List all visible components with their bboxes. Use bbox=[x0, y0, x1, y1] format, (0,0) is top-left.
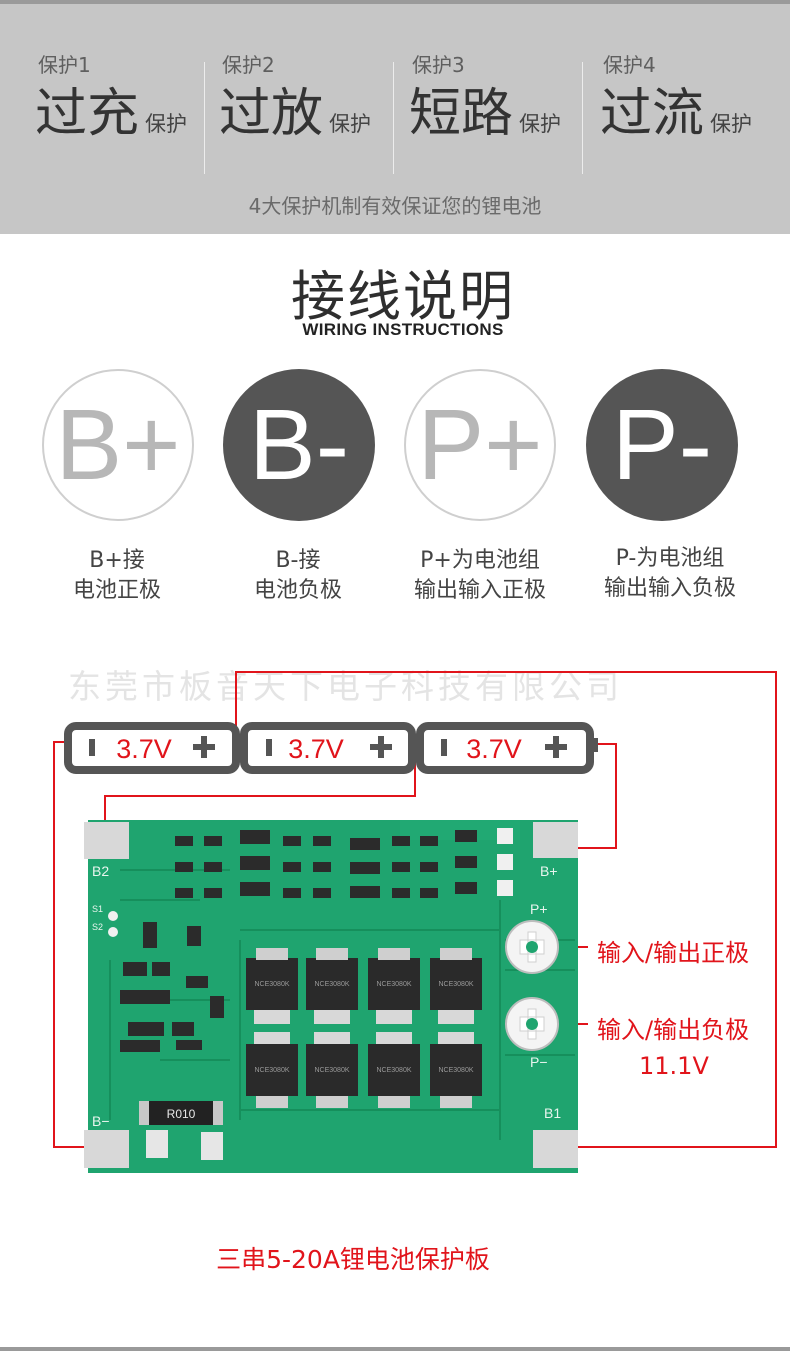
silk-label-pplus: P+ bbox=[530, 901, 548, 917]
minus-icon bbox=[266, 739, 272, 756]
cell-voltage: 3.7V bbox=[116, 734, 172, 764]
annotation-output-negative: 输入/输出负极 bbox=[597, 1016, 750, 1044]
terminal-symbol: B- bbox=[249, 388, 349, 501]
pad-small bbox=[201, 1132, 223, 1160]
wiring-diagram: 3.7V 3.7V 3.7V bbox=[53, 671, 777, 1173]
terminal-circle-bplus: B+ bbox=[42, 369, 194, 521]
terminal-desc-line: B-接 bbox=[275, 548, 321, 573]
bottom-divider bbox=[0, 1347, 790, 1351]
wiring-title: 接线说明 bbox=[291, 265, 515, 328]
terminal-description-bplus: B+接 电池正极 bbox=[17, 546, 217, 606]
terminal-circle-bminus: B- bbox=[223, 369, 375, 521]
column-divider bbox=[582, 62, 583, 174]
wire-b2 bbox=[104, 752, 416, 824]
wiring-subtitle: WIRING INSTRUCTIONS bbox=[302, 320, 504, 339]
mosfet-label: NCE3080K bbox=[438, 1067, 473, 1074]
protection-suffix: 保护 bbox=[145, 112, 188, 136]
wire-output-negative bbox=[235, 671, 777, 1148]
protection-item-1: 保护1 过充保护 bbox=[35, 44, 228, 174]
terminal-symbol: P- bbox=[612, 388, 712, 501]
protection-item-4: 保护4 过流保护 bbox=[600, 44, 790, 174]
terminal-desc-line: 电池正极 bbox=[72, 578, 161, 603]
protection-label: 保护1 bbox=[38, 53, 91, 77]
protection-title: 短路 bbox=[409, 84, 514, 144]
watermark: 东莞市板音天下电子科技有限公司 bbox=[68, 667, 623, 706]
protection-label: 保护4 bbox=[603, 53, 656, 77]
terminal-desc-line: 输出输入正极 bbox=[413, 578, 546, 603]
terminal-pminus bbox=[505, 997, 559, 1051]
terminal-symbol: P+ bbox=[417, 388, 543, 501]
battery-cells: 3.7V 3.7V 3.7V bbox=[64, 722, 598, 774]
terminal-desc-line: 输出输入负极 bbox=[603, 576, 736, 601]
terminal-desc-line: 电池负极 bbox=[253, 578, 342, 603]
mosfets-top bbox=[246, 948, 482, 1024]
wire-bplus bbox=[578, 743, 617, 849]
resistor-label: R010 bbox=[167, 1107, 196, 1121]
annotation-output-positive: 输入/输出正极 bbox=[597, 939, 750, 967]
pad-b1 bbox=[533, 1130, 578, 1168]
shunt-resistor bbox=[147, 1101, 215, 1125]
protection-suffix: 保护 bbox=[329, 112, 372, 136]
smd-components bbox=[120, 830, 477, 1052]
pad-small bbox=[146, 1130, 168, 1158]
column-divider bbox=[204, 62, 205, 174]
cell-voltage: 3.7V bbox=[288, 734, 344, 764]
mosfet-label: NCE3080K bbox=[314, 981, 349, 988]
silk-label-pminus: P− bbox=[530, 1054, 548, 1070]
pad-b2 bbox=[84, 822, 129, 859]
protection-label: 保护2 bbox=[222, 53, 275, 77]
mosfet-label: NCE3080K bbox=[254, 1067, 289, 1074]
protection-band bbox=[0, 0, 790, 234]
silk-label-bminus: B− bbox=[92, 1113, 110, 1129]
mosfet-label: NCE3080K bbox=[438, 981, 473, 988]
terminal-description-pplus: P+为电池组 输出输入正极 bbox=[380, 546, 580, 606]
protection-title: 过放 bbox=[219, 84, 324, 144]
minus-icon bbox=[89, 739, 95, 756]
column-divider bbox=[393, 62, 394, 174]
mosfet-label: NCE3080K bbox=[254, 981, 289, 988]
silk-label-bplus: B+ bbox=[540, 863, 558, 879]
terminal-circle-pplus: P+ bbox=[404, 369, 556, 521]
silk-label-s1: S1 bbox=[92, 904, 103, 914]
board-caption: 三串5-20A锂电池保护板 bbox=[216, 1245, 490, 1274]
cell-voltage: 3.7V bbox=[466, 734, 522, 764]
battery-connector bbox=[590, 738, 598, 752]
pcb-board: R010 NCE3080K NCE3080K NCE3080K NCE3080K… bbox=[84, 820, 578, 1173]
protection-label: 保护3 bbox=[412, 53, 465, 77]
terminal-symbol: B+ bbox=[55, 388, 181, 501]
silk-label-s2: S2 bbox=[92, 922, 103, 932]
mosfet-label: NCE3080K bbox=[376, 981, 411, 988]
terminal-desc-line: P-为电池组 bbox=[615, 546, 725, 571]
silk-label-b1: B1 bbox=[544, 1105, 561, 1121]
mosfets-bottom bbox=[246, 1032, 482, 1108]
terminal-description-bminus: B-接 电池负极 bbox=[198, 546, 398, 606]
terminal-pplus bbox=[505, 920, 559, 974]
minus-icon bbox=[441, 739, 447, 756]
terminal-circle-pminus: P- bbox=[586, 369, 738, 521]
pad-bminus bbox=[84, 1130, 129, 1168]
protection-item-2: 保护2 过放保护 bbox=[219, 44, 412, 174]
mosfet-label: NCE3080K bbox=[314, 1067, 349, 1074]
protection-item-3: 保护3 短路保护 bbox=[409, 44, 602, 174]
pad-bplus bbox=[533, 822, 578, 858]
terminal-description-pminus: P-为电池组 输出输入负极 bbox=[570, 544, 770, 604]
protection-title: 过流 bbox=[600, 84, 705, 144]
terminal-desc-line: B+接 bbox=[89, 548, 145, 573]
silk-label-b2: B2 bbox=[92, 863, 109, 879]
protection-suffix: 保护 bbox=[519, 112, 562, 136]
annotation-voltage: 11.1V bbox=[639, 1052, 709, 1080]
mosfet-label: NCE3080K bbox=[376, 1067, 411, 1074]
protection-suffix: 保护 bbox=[710, 112, 753, 136]
protection-caption: 4大保护机制有效保证您的锂电池 bbox=[248, 194, 542, 218]
wire-bminus bbox=[53, 741, 88, 1148]
terminal-desc-line: P+为电池组 bbox=[420, 548, 540, 573]
top-divider bbox=[0, 0, 790, 4]
protection-title: 过充 bbox=[35, 84, 140, 144]
